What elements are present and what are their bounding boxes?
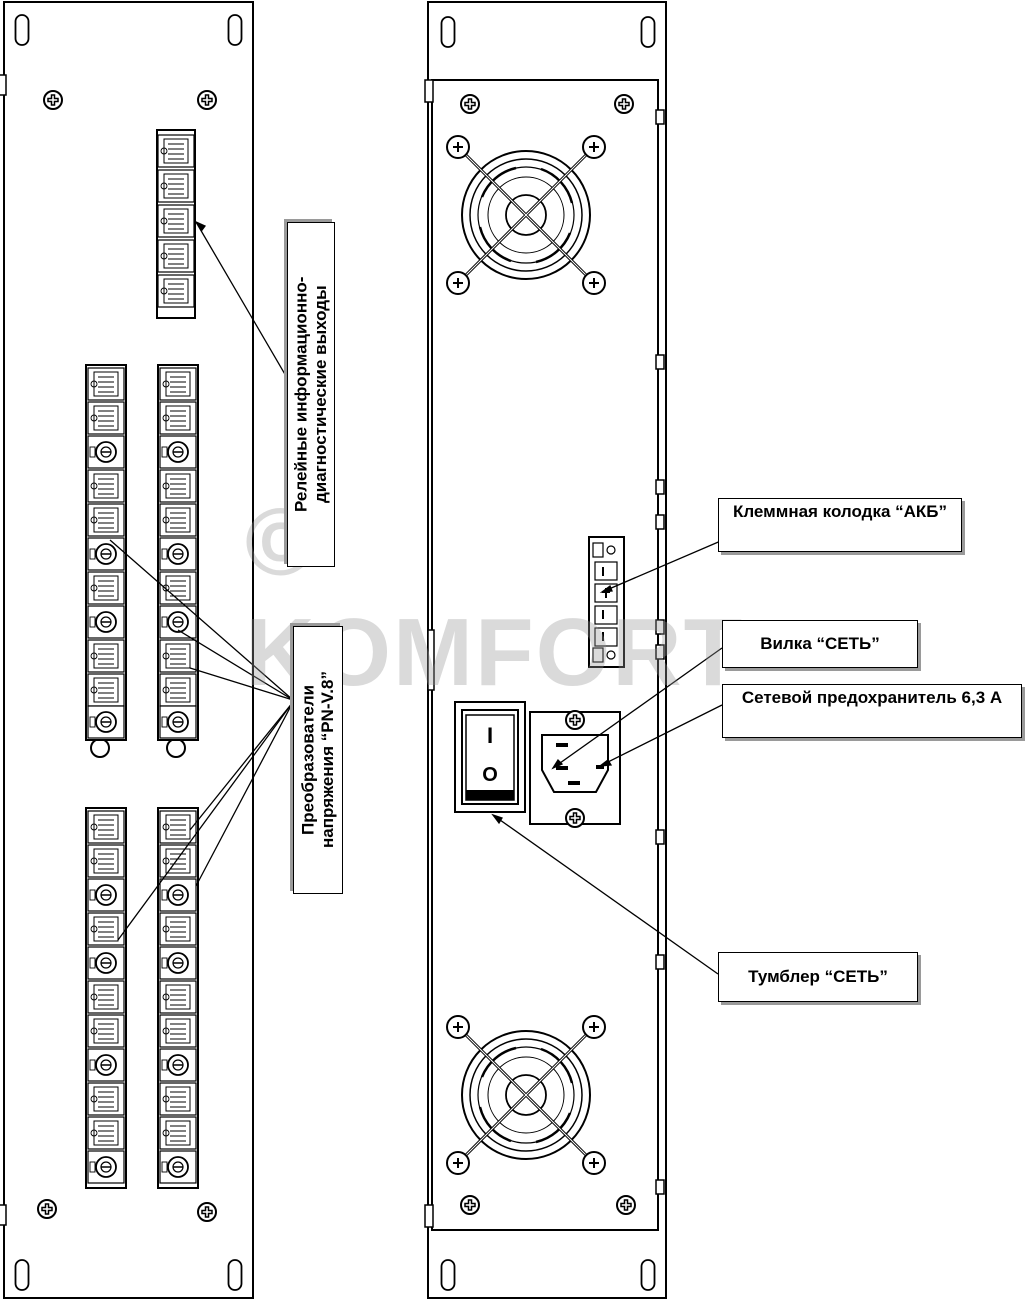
rocker-switch-icon[interactable]: I O (454, 701, 526, 813)
leader-lines (109, 220, 724, 975)
screw-icon (614, 94, 634, 114)
slot-hole-icon (440, 1259, 456, 1291)
screw-icon (197, 90, 217, 110)
relay-output-block (156, 129, 196, 319)
fan-icon (445, 1014, 607, 1176)
converter-column-upper-left (85, 364, 127, 741)
slot-hole-icon (640, 1259, 656, 1291)
screw-icon (37, 1199, 57, 1219)
slot-hole-icon (227, 1259, 243, 1291)
screw-icon (197, 1202, 217, 1222)
label-terminal-block: Клеммная колодка “АКБ” (718, 498, 962, 552)
switch-on-mark: I (487, 723, 493, 748)
switch-off-mark: O (482, 764, 498, 786)
terminal-module-icon (588, 536, 625, 668)
converter-column-lower-left (85, 807, 127, 1189)
slot-hole-icon (14, 14, 30, 46)
label-mains-switch: Тумблер “СЕТЬ” (718, 952, 918, 1002)
slot-hole-icon (440, 16, 456, 48)
right-panel: I O (424, 1, 667, 1299)
converter-column-lower-right (157, 807, 199, 1189)
left-panel (0, 1, 254, 1299)
label-converters: Преобразователи напряжения “PN-V.8” (293, 626, 343, 894)
label-mains-plug: Вилка “СЕТЬ” (722, 620, 918, 668)
mount-hole-icon (166, 738, 186, 758)
label-relay-outputs: Релейные информационно-диагностические в… (287, 222, 335, 567)
screw-icon (460, 94, 480, 114)
converter-column-upper-right (157, 364, 199, 741)
screw-icon (460, 1195, 480, 1215)
label-mains-fuse: Сетевой предохранитель 6,3 А (722, 684, 1022, 738)
slot-hole-icon (14, 1259, 30, 1291)
fan-icon (445, 134, 607, 296)
screw-icon (616, 1195, 636, 1215)
slot-hole-icon (640, 16, 656, 48)
screw-icon (43, 90, 63, 110)
mount-hole-icon (90, 738, 110, 758)
slot-hole-icon (227, 14, 243, 46)
iec-socket-icon (529, 710, 621, 828)
